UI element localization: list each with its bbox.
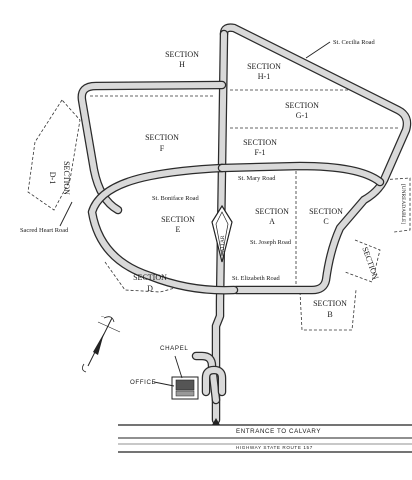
section-c-letter: C bbox=[323, 217, 328, 226]
entrance-label: ENTRANCE TO CALVARY bbox=[236, 428, 321, 435]
section-h1-letter: H-1 bbox=[258, 72, 270, 81]
section-h-letter: H bbox=[179, 60, 185, 69]
road-st-cecilia-label: St. Cecilia Road bbox=[333, 39, 376, 46]
section-f-label: SECTION bbox=[145, 133, 179, 142]
section-f1-label: SECTION bbox=[243, 138, 277, 147]
section-d1-letter: D-1 bbox=[48, 172, 57, 184]
section-a-label: SECTION bbox=[255, 207, 289, 216]
altar-icon bbox=[211, 204, 233, 263]
building-icon bbox=[171, 376, 199, 400]
section-f1-letter: F-1 bbox=[254, 148, 265, 157]
section-g1-letter: G-1 bbox=[296, 111, 308, 120]
section-d-letter: D bbox=[147, 284, 153, 293]
road-st-mary-label: St. Mary Road bbox=[238, 175, 276, 182]
road-network bbox=[77, 23, 412, 425]
highway-label: HIGHWAY STATE ROUTE 157 bbox=[236, 445, 313, 450]
section-c-label: SECTION bbox=[309, 207, 343, 216]
section-d-label: SECTION bbox=[133, 273, 167, 282]
section-right-edge-label: SECTION bbox=[360, 246, 380, 281]
section-a-letter: A bbox=[269, 217, 275, 226]
svg-text:~: ~ bbox=[101, 314, 104, 320]
road-st-joseph-label: St. Joseph Road bbox=[250, 239, 292, 246]
section-boundaries bbox=[27, 89, 411, 331]
section-h1-label: SECTION bbox=[247, 62, 281, 71]
highway bbox=[118, 420, 412, 453]
section-h-label: SECTION bbox=[165, 50, 199, 59]
section-d1-label: SECTION bbox=[62, 161, 71, 195]
section-f-letter: F bbox=[160, 144, 165, 153]
section-b-letter: B bbox=[327, 310, 332, 319]
cecilia-leader bbox=[305, 41, 331, 59]
chapel-label: CHAPEL bbox=[160, 345, 188, 352]
sacred-heart-leader bbox=[59, 201, 73, 227]
entrance-marker-icon bbox=[212, 418, 220, 425]
section-e-label: SECTION bbox=[161, 215, 195, 224]
road-st-elizabeth-label: St. Elizabeth Road bbox=[232, 275, 281, 282]
road-st-boniface-label: St. Boniface Road bbox=[152, 195, 199, 202]
altar-label: ALTAR bbox=[220, 235, 226, 252]
section-b-label: SECTION bbox=[313, 299, 347, 308]
section-e-letter: E bbox=[176, 225, 181, 234]
section-g1-label: SECTION bbox=[285, 101, 319, 110]
office-label: OFFICE bbox=[130, 379, 156, 386]
road-sacred-heart-label: Sacred Heart Road bbox=[20, 227, 69, 234]
section-far-right-label: [UNREADABLE] bbox=[400, 184, 406, 224]
north-arrow-icon: ~ bbox=[82, 314, 121, 373]
